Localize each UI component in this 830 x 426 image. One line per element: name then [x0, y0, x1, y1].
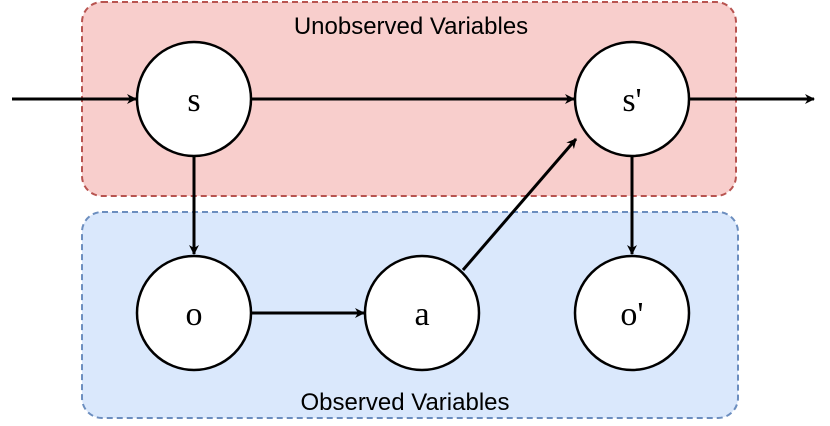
unobserved-variables-label: Unobserved Variables — [294, 13, 528, 40]
node-s-prime: s' — [573, 40, 691, 158]
node-a: a — [363, 254, 481, 372]
edge-a-to-s-prime — [461, 138, 578, 271]
node-a-label: a — [414, 296, 429, 333]
node-o-prime-label: o' — [620, 296, 643, 333]
node-s-prime-label: s' — [622, 82, 641, 119]
observed-variables-label: Observed Variables — [301, 389, 510, 416]
node-s: s — [135, 40, 253, 158]
node-o-prime: o' — [573, 254, 691, 372]
node-o-label: o — [186, 296, 203, 333]
node-s-label: s — [187, 82, 200, 119]
node-o: o — [135, 254, 253, 372]
